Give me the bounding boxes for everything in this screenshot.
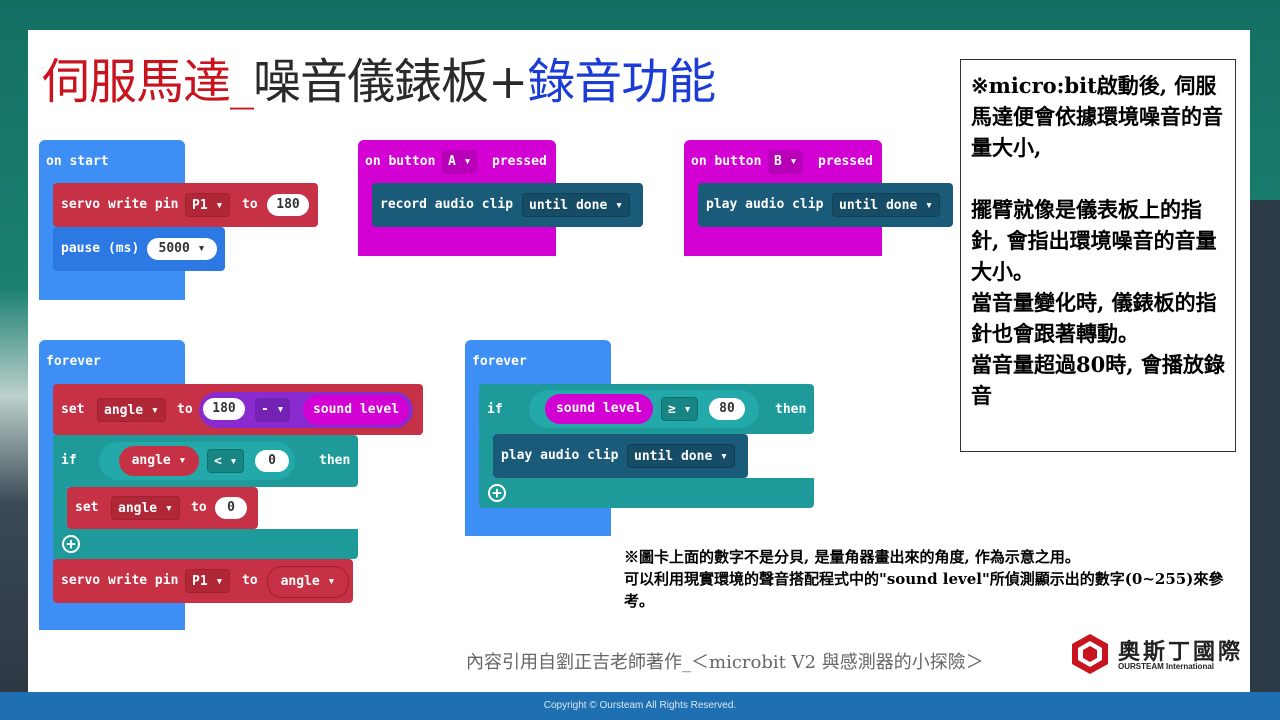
if-block[interactable]: if angle ▾ < ▾ 0 then xyxy=(53,435,358,487)
logo-name: 奧斯丁國際 xyxy=(1118,639,1244,664)
play-audio-b-block[interactable]: play audio clip until done ▾ xyxy=(698,183,953,227)
button-b-dropdown[interactable]: B ▾ xyxy=(768,150,804,174)
then-label: then xyxy=(319,453,351,468)
set-zero-var-dropdown[interactable]: angle ▾ xyxy=(111,496,180,520)
servo-write-block[interactable]: servo write pin P1 ▾ to 180 xyxy=(53,183,318,227)
set-zero-block[interactable]: set angle ▾ to 0 xyxy=(67,487,258,529)
bottom-note-line-2: 可以利用現實環境的聲音搭配程式中的"sound level"所偵測顯示出的數字(… xyxy=(624,570,1224,610)
set-var-dropdown[interactable]: angle ▾ xyxy=(97,398,166,422)
add-else-icon[interactable]: + xyxy=(62,535,80,553)
button-b-suffix: pressed xyxy=(818,154,873,169)
set-zero-label: set xyxy=(75,500,99,515)
pause-value-dropdown[interactable]: 5000 ▾ xyxy=(147,238,217,260)
play-audio-label: play audio clip xyxy=(501,448,619,463)
record-audio-block[interactable]: record audio clip until done ▾ xyxy=(372,183,643,227)
button-a-dropdown[interactable]: A ▾ xyxy=(442,150,478,174)
sound-level-block-2[interactable]: sound level xyxy=(545,394,653,424)
play-b-mode-dropdown[interactable]: until done ▾ xyxy=(832,193,940,217)
servo-angle-label: servo write pin xyxy=(61,573,179,588)
if-sound-block[interactable]: if sound level ≥ ▾ 80 then xyxy=(479,384,814,434)
set-value-input[interactable]: 180 xyxy=(203,398,245,420)
description-box: ※micro:bit啟動後, 伺服馬達便會依據環境噪音的音量大小, 擺臂就像是儀… xyxy=(960,59,1236,452)
if-sound-bottom: + xyxy=(479,478,814,508)
sound-threshold-input[interactable]: 80 xyxy=(709,398,745,420)
if-sound-side xyxy=(479,434,493,478)
button-b-prefix: on button xyxy=(691,154,762,169)
set-angle-block[interactable]: set angle ▾ to 180 - ▾ sound level xyxy=(53,384,423,435)
servo-pin-dropdown[interactable]: P1 ▾ xyxy=(185,193,231,217)
cond-value-input[interactable]: 0 xyxy=(255,450,289,472)
footer-copyright: Copyright © Oursteam All Rights Reserved… xyxy=(0,692,1280,720)
note-line-4: 當音量變化時, 儀錶板的指針也會跟著轉動。 xyxy=(971,290,1217,346)
title-part-1: 伺服馬達_ xyxy=(42,54,254,110)
cond-op-dropdown[interactable]: < ▾ xyxy=(207,449,245,473)
if-sound-label: if xyxy=(487,402,503,417)
title-part-3: 錄音功能 xyxy=(527,54,716,110)
bottom-note-line-1: ※圖卡上面的數字不是分貝, 是量角器畫出來的角度, 作為示意之用。 xyxy=(624,548,1080,566)
note-line-1: ※micro:bit啟動後, 伺服馬達便會依據環境噪音的音量大小, xyxy=(971,73,1223,160)
play-audio-block[interactable]: play audio clip until done ▾ xyxy=(493,434,748,478)
hexagon-logo-icon xyxy=(1072,634,1108,674)
servo-to-label: to xyxy=(242,197,258,212)
play-audio-b-label: play audio clip xyxy=(706,197,824,212)
servo-angle-block[interactable]: servo write pin P1 ▾ to angle ▾ xyxy=(53,559,353,603)
cond-var-block[interactable]: angle ▾ xyxy=(119,446,199,476)
set-to-label: to xyxy=(177,402,193,417)
servo-value-input[interactable]: 180 xyxy=(267,194,309,216)
set-zero-value-input[interactable]: 0 xyxy=(215,497,247,519)
operator-dropdown[interactable]: - ▾ xyxy=(255,398,291,422)
button-a-prefix: on button xyxy=(365,154,436,169)
title-part-2: 噪音儀錶板+ xyxy=(253,54,528,110)
play-mode-dropdown[interactable]: until done ▾ xyxy=(627,444,735,468)
sound-then-label: then xyxy=(775,402,807,417)
sound-level-block[interactable]: sound level xyxy=(303,395,409,425)
record-mode-dropdown[interactable]: until done ▾ xyxy=(522,193,630,217)
note-line-3: 擺臂就像是儀表板上的指針, 會指出環境噪音的音量大小。 xyxy=(971,197,1217,284)
button-a-suffix: pressed xyxy=(492,154,547,169)
set-zero-to-label: to xyxy=(191,500,207,515)
forever-1-label: forever xyxy=(46,354,101,369)
on-start-label: on start xyxy=(46,154,109,169)
oursteam-logo: 奧斯丁國際 OURSTEAM International xyxy=(1068,632,1244,676)
servo-angle-pin-dropdown[interactable]: P1 ▾ xyxy=(185,569,231,593)
servo-angle-var[interactable]: angle ▾ xyxy=(267,566,349,598)
forever-2-label: forever xyxy=(472,354,527,369)
logo-subtitle: OURSTEAM International xyxy=(1118,662,1215,671)
set-label: set xyxy=(61,402,85,417)
sound-op-dropdown[interactable]: ≥ ▾ xyxy=(661,397,699,421)
note-line-5: 當音量超過80時, 會播放錄音 xyxy=(971,352,1225,408)
bottom-note: ※圖卡上面的數字不是分貝, 是量角器畫出來的角度, 作為示意之用。 可以利用現實… xyxy=(624,546,1224,612)
pause-block[interactable]: pause (ms) 5000 ▾ xyxy=(53,227,225,271)
credit-text: 內容引用自劉正吉老師著作_＜microbit V2 與感測器的小探險＞ xyxy=(466,652,984,673)
add-else-icon-2[interactable]: + xyxy=(488,484,506,502)
pause-label: pause (ms) xyxy=(61,241,140,256)
servo-write-label: servo write pin xyxy=(61,197,179,212)
slide-title: 伺服馬達_噪音儀錶板+錄音功能 xyxy=(42,50,716,114)
note-line-2 xyxy=(971,163,1225,194)
if-block-side xyxy=(53,487,67,529)
if-block-bottom: + xyxy=(53,529,358,559)
if-label: if xyxy=(61,453,77,468)
servo-angle-to-label: to xyxy=(242,573,258,588)
record-audio-label: record audio clip xyxy=(380,197,514,212)
